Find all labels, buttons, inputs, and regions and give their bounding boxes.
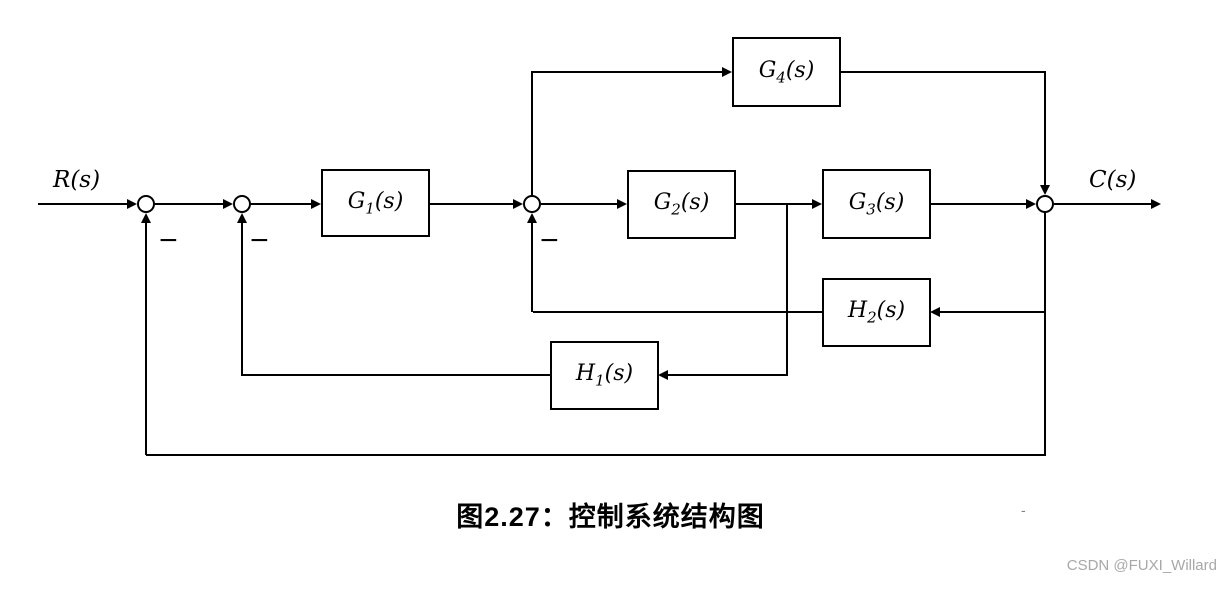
wire-sum2-g1 <box>251 203 311 205</box>
summing-junction-3 <box>523 195 541 213</box>
arrowhead-sum3-bottom <box>527 213 537 223</box>
arrowhead-input <box>127 199 137 209</box>
block-g4-label: G4(s) <box>758 57 815 87</box>
arrowhead-h2-in <box>930 307 940 317</box>
arrowhead-sum2-bottom <box>237 213 247 223</box>
wire-g2-g3 <box>735 203 812 205</box>
block-h2-label: H2(s) <box>847 298 906 327</box>
minus-sign-sum1: − <box>158 225 179 254</box>
wire-g4-in <box>531 71 722 73</box>
arrowhead-g2-in <box>617 199 627 209</box>
wire-h2-out <box>533 311 822 313</box>
wire-g3-sum4 <box>930 203 1026 205</box>
block-h1-label: H1(s) <box>575 361 634 390</box>
block-h1: H1(s) <box>550 341 659 410</box>
wire-g4-branch-up <box>531 72 533 195</box>
block-g3: G3(s) <box>822 169 931 239</box>
output-signal-label: C(s) <box>1089 167 1137 193</box>
block-g3-label: G3(s) <box>848 189 905 219</box>
block-g2-label: G2(s) <box>653 190 710 219</box>
minus-sign-sum2: − <box>249 225 270 254</box>
wire-g4-down <box>1044 72 1046 185</box>
block-g2: G2(s) <box>627 170 736 239</box>
wire-h1-out <box>243 374 550 376</box>
wire-h2-up <box>531 222 533 312</box>
arrowhead-sum3-in <box>513 199 523 209</box>
block-g4: G4(s) <box>732 37 841 107</box>
minus-sign-sum3: − <box>539 225 560 254</box>
wire-h1-branch-down <box>786 205 788 376</box>
wire-h1-in <box>667 374 787 376</box>
input-signal-label: R(s) <box>53 167 101 193</box>
block-g1: G1(s) <box>321 169 430 237</box>
wire-output <box>1054 203 1151 205</box>
arrowhead-sum2-in <box>223 199 233 209</box>
figure-caption: 图2.27：控制系统结构图 <box>456 502 765 532</box>
arrowhead-sum4-in <box>1026 199 1036 209</box>
wire-unity-feedback <box>146 454 1046 456</box>
arrowhead-g4-in <box>722 67 732 77</box>
wire-sum4-down <box>1044 213 1046 456</box>
wire-unity-up <box>145 222 147 455</box>
arrowhead-g3-in <box>812 199 822 209</box>
block-h2: H2(s) <box>822 278 931 347</box>
wire-g1-sum3 <box>430 203 513 205</box>
arrowhead-sum1-bottom <box>141 213 151 223</box>
wire-input <box>38 203 127 205</box>
wire-g4-out <box>840 71 1046 73</box>
wire-sum3-g2 <box>541 203 617 205</box>
arrowhead-g1-in <box>311 199 321 209</box>
wire-sum1-sum2 <box>155 203 223 205</box>
arrowhead-sum4-top <box>1040 185 1050 195</box>
arrowhead-h1-in <box>658 370 668 380</box>
summing-junction-4 <box>1036 195 1054 213</box>
arrowhead-output <box>1151 199 1161 209</box>
wire-h1-up <box>241 222 243 376</box>
summing-junction-1 <box>137 195 155 213</box>
stray-dash: - <box>1021 502 1026 518</box>
summing-junction-2 <box>233 195 251 213</box>
watermark: CSDN @FUXI_Willard <box>1066 557 1217 574</box>
wire-h2-in <box>939 311 1046 313</box>
block-g1-label: G1(s) <box>347 188 404 218</box>
